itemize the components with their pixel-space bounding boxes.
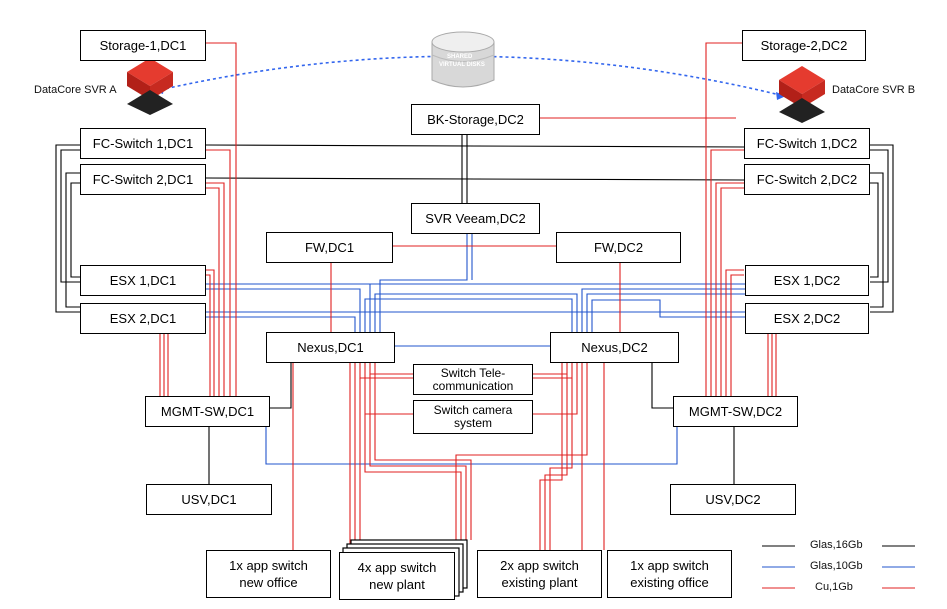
switch-telecom-node: Switch Tele- communication [413, 364, 533, 395]
arrow-right-icon [776, 92, 786, 100]
legend-item-glas-16gb: Glas,16Gb [810, 539, 863, 551]
legend-item-glas-10gb: Glas,10Gb [810, 560, 863, 572]
app-switch-new-office-node: 1x app switch new office [206, 550, 331, 598]
svr-veeam-node: SVR Veeam,DC2 [411, 203, 540, 234]
app-switch-existing-office-node: 1x app switch existing office [607, 550, 732, 598]
fc-switch1-dc2-node: FC-Switch 1,DC2 [744, 128, 870, 159]
nexus-dc2-node: Nexus,DC2 [550, 332, 679, 363]
fc-switch1-dc1-node: FC-Switch 1,DC1 [80, 128, 206, 159]
app-switch-new-plant-node: 4x app switch new plant [339, 552, 455, 600]
nexus-dc1-node: Nexus,DC1 [266, 332, 395, 363]
switch-camera-node: Switch camera system [413, 400, 533, 434]
shared-disks-label-line1: SHARED [447, 54, 473, 60]
glas-10gb-links [206, 233, 915, 568]
esx1-dc1-node: ESX 1,DC1 [80, 265, 206, 296]
storage-dc2-node: Storage-2,DC2 [742, 30, 866, 61]
esx2-dc1-node: ESX 2,DC1 [80, 303, 206, 334]
mgmt-sw-dc2-node: MGMT-SW,DC2 [673, 396, 798, 427]
legend-item-cu-1gb: Cu,1Gb [815, 581, 853, 593]
esx2-dc2-node: ESX 2,DC2 [745, 303, 869, 334]
usv-dc2-node: USV,DC2 [670, 484, 796, 515]
shared-virtual-disks-icon [431, 31, 495, 88]
app-switch-existing-plant-node: 2x app switch existing plant [477, 550, 602, 598]
fw-dc1-node: FW,DC1 [266, 232, 393, 263]
datacore-svr-a-label: DataCore SVR A [34, 84, 117, 96]
storage-dc1-node: Storage-1,DC1 [80, 30, 206, 61]
glas-16gb-links [55, 135, 915, 547]
bk-storage-node: BK-Storage,DC2 [411, 104, 540, 135]
fw-dc2-node: FW,DC2 [556, 232, 681, 263]
esx1-dc2-node: ESX 1,DC2 [745, 265, 869, 296]
usv-dc1-node: USV,DC1 [146, 484, 272, 515]
mgmt-sw-dc1-node: MGMT-SW,DC1 [145, 396, 270, 427]
fc-switch2-dc2-node: FC-Switch 2,DC2 [744, 164, 870, 195]
shared-disks-label-line2: VIRTUAL DISKS [439, 62, 485, 68]
datacore-server-b-icon [779, 66, 825, 123]
datacore-svr-b-label: DataCore SVR B [832, 84, 916, 96]
cu-1gb-links [159, 42, 915, 589]
fc-switch2-dc1-node: FC-Switch 2,DC1 [80, 164, 206, 195]
datacore-server-a-icon [127, 58, 173, 115]
